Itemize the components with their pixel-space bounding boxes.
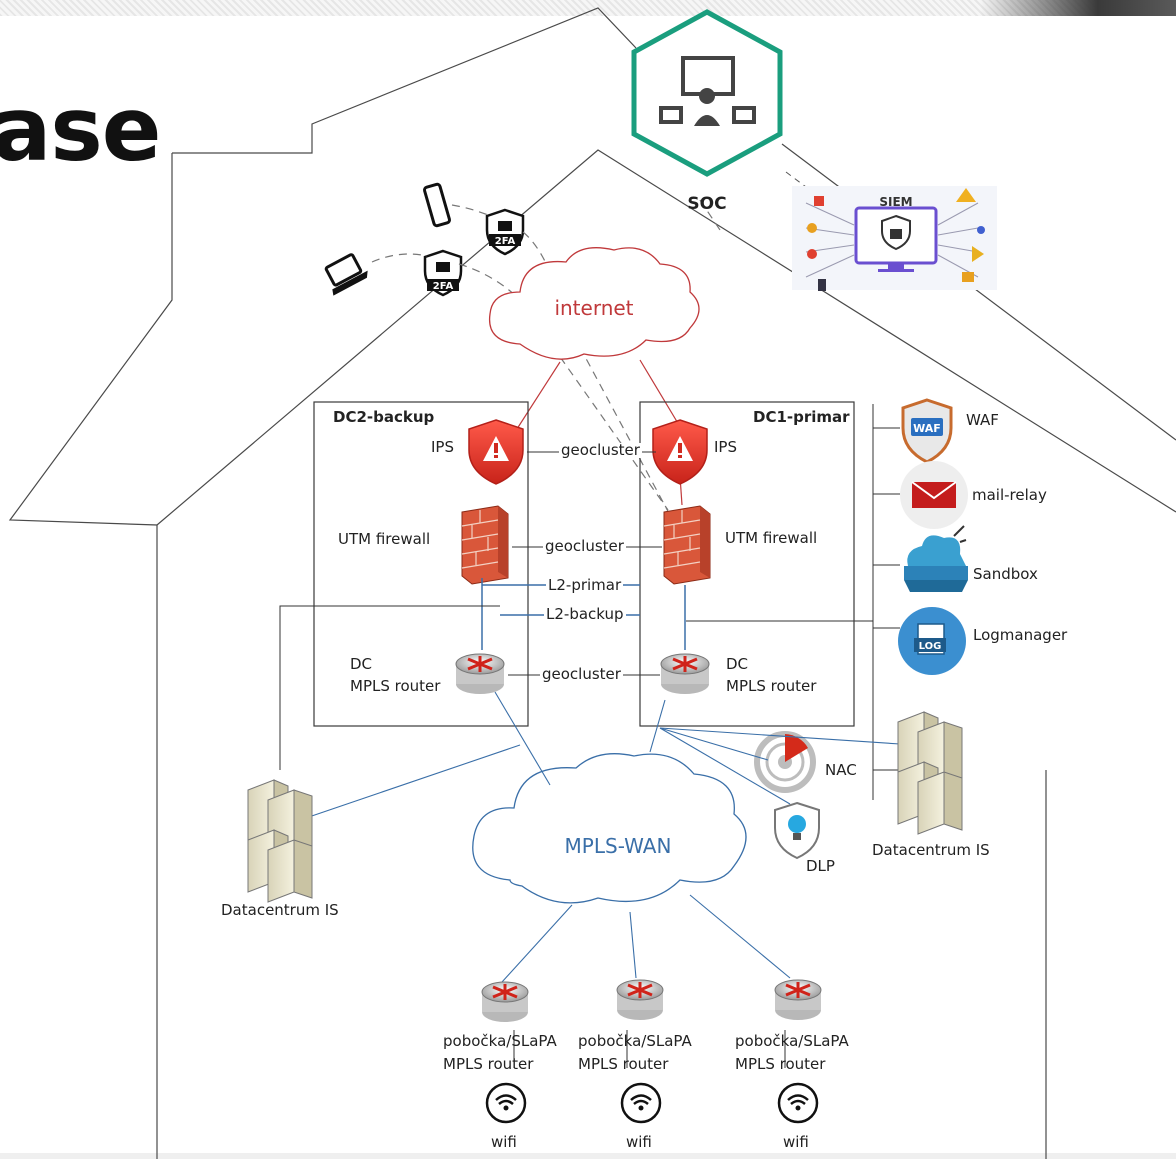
- sandbox-label: Sandbox: [973, 565, 1038, 583]
- left-datacenter-links: [279, 605, 500, 770]
- branch-3-wifi-label: wifi: [783, 1133, 809, 1151]
- dc1-firewall-icon: [663, 505, 711, 585]
- tfa-badge-1: 2FA: [433, 281, 454, 292]
- branch-router-2-icon: [616, 979, 664, 1068]
- geocluster-firewall-label: geocluster: [543, 537, 626, 555]
- mail-relay-icon: [900, 461, 968, 529]
- siem-label: SIEM: [879, 195, 912, 209]
- dc2-router-label-line1: DC: [350, 655, 373, 673]
- log-badge: LOG: [919, 641, 942, 652]
- tfa-shield-icon: [423, 208, 525, 297]
- dc1-firewall-label: UTM firewall: [725, 529, 818, 547]
- geocluster-links: [508, 451, 662, 676]
- bottom-band: [0, 1153, 1176, 1159]
- dc1-router-label-line2: MPLS router: [726, 677, 817, 695]
- branch-2-label-line1: pobočka/SLaPA: [578, 1032, 692, 1050]
- dc2-title: DC2-backup: [333, 408, 435, 426]
- siem-icon: [792, 186, 997, 291]
- top-decorative-band: [0, 0, 1176, 16]
- dc1-ips-label: IPS: [714, 438, 737, 456]
- branch-1-label-line1: pobočka/SLaPA: [443, 1032, 557, 1050]
- tfa-badge-2: 2FA: [495, 236, 516, 247]
- dc2-ips-label: IPS: [431, 438, 454, 456]
- internet-label: internet: [554, 296, 633, 320]
- dc2-ips-shield-icon: [468, 419, 524, 485]
- right-service-bus: [686, 404, 900, 800]
- internet-cloud: [488, 247, 700, 360]
- waf-label: WAF: [966, 411, 999, 429]
- branch-2-wifi-label: wifi: [626, 1133, 652, 1151]
- dc1-router-icon: [660, 653, 710, 694]
- dc2-backup-box: [313, 401, 529, 727]
- house-inner-outline: [156, 149, 1176, 1159]
- sandbox-icon: [904, 525, 968, 592]
- dc2-firewall-label: UTM firewall: [338, 530, 431, 548]
- mpls-wan-cloud: [472, 753, 747, 904]
- datacenter-server-left-icon: [247, 779, 313, 903]
- branch-router-1-icon: [481, 981, 529, 1068]
- soc-label: SOC: [687, 194, 726, 214]
- branch-1-wifi-label: wifi: [491, 1133, 517, 1151]
- dc2-router-icon: [455, 653, 505, 694]
- top-photo-strip: [980, 0, 1176, 16]
- laptop-icon: [324, 253, 368, 296]
- mpls-wan-label: MPLS-WAN: [565, 834, 672, 858]
- dc1-router-label-line1: DC: [726, 655, 749, 673]
- dc1-ips-shield-icon: [652, 419, 708, 485]
- slide-title-fragment: ase: [0, 78, 161, 181]
- soc-hexagon-icon: [631, 9, 783, 177]
- branch-2-label-line2: MPLS router: [578, 1055, 669, 1073]
- wan-links: [299, 691, 901, 983]
- mail-relay-label: mail-relay: [972, 486, 1047, 504]
- dc1-primar-box: [639, 401, 855, 727]
- wifi-icon-1: [485, 1082, 527, 1124]
- branch-3-label-line1: pobočka/SLaPA: [735, 1032, 849, 1050]
- branch-1-label-line2: MPLS router: [443, 1055, 534, 1073]
- branch-3-label-line2: MPLS router: [735, 1055, 826, 1073]
- l2-backup-label: L2-backup: [544, 605, 626, 623]
- wifi-icon-2: [620, 1082, 662, 1124]
- l2-primar-label: L2-primar: [546, 576, 624, 594]
- branch-router-3-icon: [774, 979, 822, 1068]
- waf-badge: WAF: [913, 422, 941, 435]
- dlp-shield-icon: [774, 801, 820, 860]
- wifi-icon-3: [777, 1082, 819, 1124]
- geocluster-ips-label: geocluster: [559, 441, 642, 459]
- datacenter-right-label: Datacentrum IS: [872, 841, 990, 859]
- logmanager-label: Logmanager: [973, 626, 1068, 644]
- dlp-label: DLP: [806, 857, 835, 875]
- datacenter-left-label: Datacentrum IS: [221, 901, 339, 919]
- nac-label: NAC: [825, 761, 857, 779]
- datacenter-server-right-icon: [897, 711, 963, 835]
- geocluster-router-label: geocluster: [540, 665, 623, 683]
- dc2-firewall-icon: [461, 505, 509, 585]
- logmanager-icon: [898, 607, 966, 675]
- dc2-router-label-line2: MPLS router: [350, 677, 441, 695]
- nac-radar-icon: [754, 731, 816, 793]
- device-dashed-links: [371, 199, 721, 531]
- dc1-title: DC1-primar: [753, 408, 850, 426]
- phone-icon: [423, 182, 451, 228]
